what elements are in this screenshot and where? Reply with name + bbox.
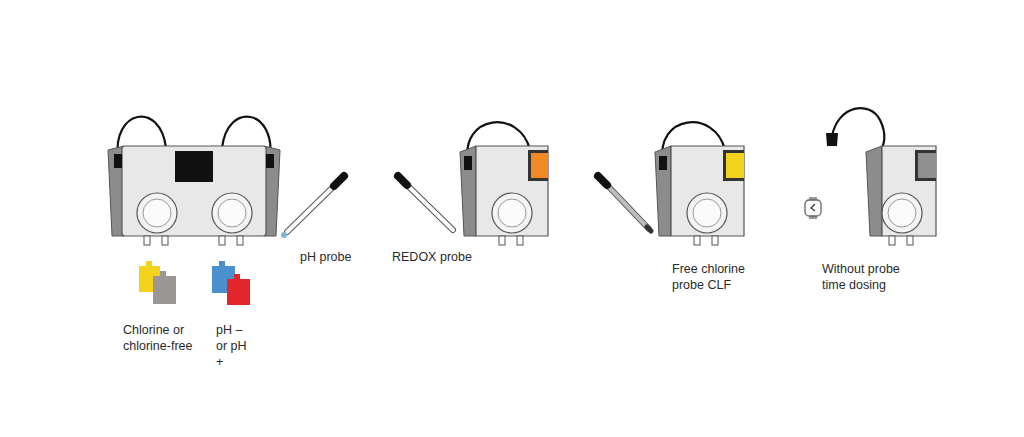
- ph-probe: [281, 176, 344, 238]
- illustration-part: [218, 199, 246, 227]
- part-label: REDOX probe: [392, 249, 502, 265]
- canisters: [139, 261, 250, 305]
- part-label: pH probe: [300, 249, 390, 265]
- illustration-part: [237, 236, 243, 245]
- illustration-part: [889, 236, 895, 245]
- illustration-part: [608, 186, 649, 229]
- timer-icon: [805, 197, 821, 219]
- illustration-part: [219, 236, 225, 245]
- illustration-part: [212, 193, 252, 233]
- illustration-part: [528, 150, 548, 181]
- illustration-part: [517, 236, 523, 245]
- illustration-part: [499, 236, 505, 245]
- illustration-part: [915, 150, 936, 181]
- single-pump: [655, 122, 744, 245]
- illustration-part: [175, 151, 213, 182]
- illustration-part: [114, 154, 122, 168]
- dual-pump: [108, 117, 280, 245]
- illustration-part: [334, 176, 344, 186]
- illustration-part: [492, 193, 532, 233]
- illustration-part: [287, 188, 332, 232]
- illustration-part: [608, 186, 649, 229]
- illustration-part: [826, 133, 838, 146]
- illustration-part: [460, 146, 476, 236]
- illustration-part: [281, 232, 287, 238]
- illustration-part: [647, 227, 651, 231]
- free-chlorine-probe: [598, 176, 651, 231]
- illustration-part: [918, 153, 936, 178]
- illustration-part: [153, 271, 176, 304]
- illustration-part: [866, 146, 882, 236]
- illustration-part: [287, 188, 332, 232]
- illustration-part: [907, 236, 913, 245]
- illustration-part: [144, 236, 150, 245]
- part-label: Free chlorine probe CLF: [672, 261, 760, 293]
- part-label: Chlorine or chlorine-free: [123, 322, 205, 354]
- part-label: Without probe time dosing: [822, 261, 922, 293]
- illustration-part: [266, 154, 274, 168]
- part-label: pH – or pH +: [216, 322, 254, 370]
- illustration-part: [811, 204, 815, 211]
- illustration-part: [122, 146, 266, 236]
- illustration-part: [882, 146, 936, 236]
- illustration-part: [408, 186, 453, 230]
- illustration-part: [712, 236, 718, 245]
- illustration-part: [162, 236, 168, 245]
- illustration-part: [476, 146, 548, 236]
- illustration-part: [598, 176, 607, 185]
- illustration-part: [888, 199, 916, 227]
- illustration-part: [464, 156, 472, 170]
- illustration-part: [687, 193, 727, 233]
- illustration-part: [723, 150, 744, 181]
- redox-probe: [398, 176, 453, 230]
- illustration-part: [694, 236, 700, 245]
- illustration-part: [143, 199, 171, 227]
- illustration-part: [227, 274, 250, 305]
- single-pump: [826, 108, 936, 245]
- illustration-part: [531, 153, 548, 178]
- single-pump: [460, 122, 548, 245]
- illustration-part: [805, 200, 821, 216]
- illustration-part: [498, 199, 526, 227]
- illustration-part: [726, 153, 744, 178]
- illustration-part: [693, 199, 721, 227]
- illustration-part: [408, 186, 453, 230]
- illustration-part: [671, 146, 744, 236]
- illustration-part: [882, 193, 922, 233]
- illustration-part: [655, 146, 671, 236]
- illustration-part: [137, 193, 177, 233]
- illustration-part: [398, 176, 407, 185]
- illustration-part: [659, 156, 667, 170]
